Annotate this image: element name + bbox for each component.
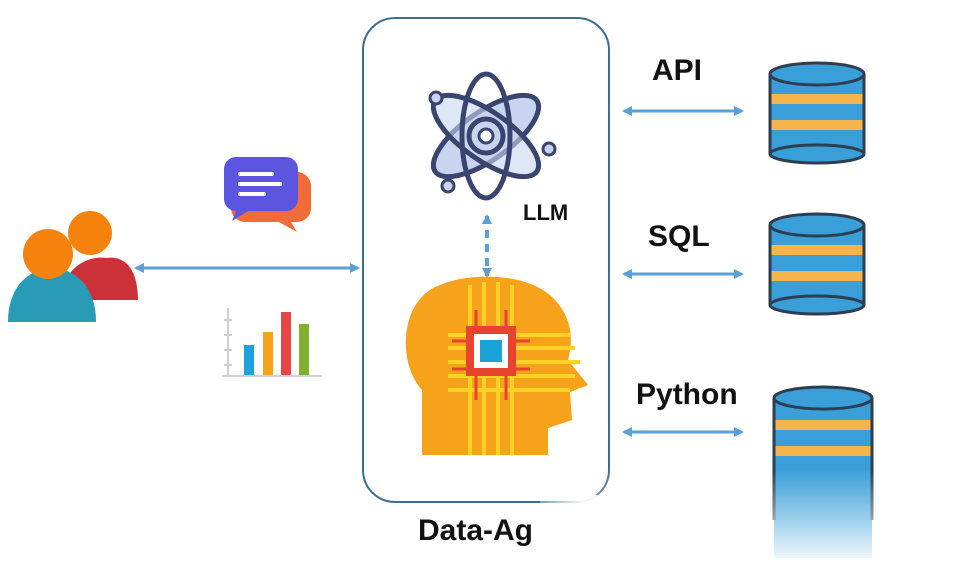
- bar-chart-icon: [222, 308, 322, 377]
- agent-label: Data-Ag: [418, 514, 534, 547]
- fade-overlay: [540, 495, 660, 562]
- database-icon: [768, 212, 866, 316]
- agent-container-box: [362, 17, 610, 503]
- database-icon: [768, 61, 866, 165]
- users-icon: [8, 211, 138, 322]
- sql-label: SQL: [648, 220, 710, 253]
- llm-label: LLM: [523, 200, 569, 225]
- python-label: Python: [636, 378, 738, 411]
- atom-icon: [428, 71, 557, 201]
- chat-bubbles-icon: [224, 157, 311, 232]
- ai-head-chip-icon: [405, 276, 588, 455]
- api-label: API: [652, 54, 703, 87]
